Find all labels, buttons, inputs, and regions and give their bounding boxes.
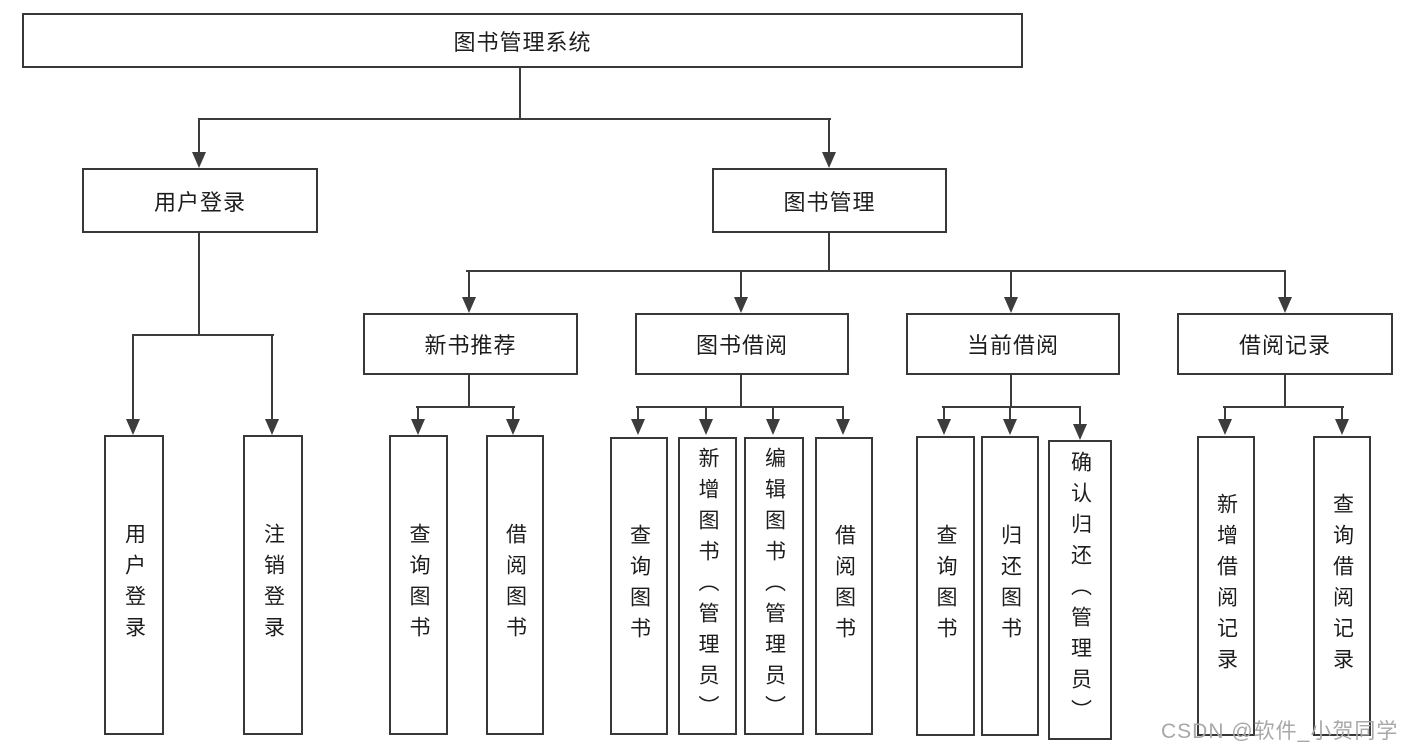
leaf-borrow-books-recommend: 借阅图书 <box>486 435 544 735</box>
leaf-return-books: 归还图书 <box>981 436 1039 736</box>
connector-currentborrow-bus <box>942 406 1081 408</box>
leaf-query-books-borrow: 查询图书 <box>610 437 668 735</box>
node-new-book-recommend: 新书推荐 <box>363 313 578 375</box>
node-label: 新书推荐 <box>424 333 517 358</box>
connector-drop <box>1284 270 1286 297</box>
connector-drop <box>1009 406 1011 419</box>
leaf-add-books-admin: 新增图书（管理员） <box>678 437 737 735</box>
node-user-login: 用户登录 <box>82 168 318 233</box>
node-current-borrow: 当前借阅 <box>906 313 1120 375</box>
leaf-edit-books-admin: 编辑图书（管理员） <box>744 437 804 735</box>
connector-userlogin-stem <box>198 233 200 336</box>
arrow-down-icon <box>462 297 476 313</box>
connector-userlogin-bus <box>132 334 274 336</box>
leaf-borrow-books: 借阅图书 <box>815 437 873 735</box>
connector-drop <box>1010 270 1012 297</box>
connector-drop <box>828 118 830 154</box>
node-label: 当前借阅 <box>966 333 1059 358</box>
connector-drop <box>1341 406 1343 419</box>
connector-drop <box>198 118 200 154</box>
connector-level2-bus <box>198 118 831 120</box>
connector-drop <box>772 406 774 419</box>
connector-currentborrow-stem <box>1010 375 1012 408</box>
arrow-down-icon <box>506 419 520 435</box>
connector-borrowrecord-stem <box>1284 375 1286 408</box>
arrow-down-icon <box>126 419 140 435</box>
connector-drop <box>417 406 419 419</box>
node-root-library-system: 图书管理系统 <box>22 13 1023 68</box>
arrow-down-icon <box>265 419 279 435</box>
node-label: 新增图书（管理员） <box>696 446 719 726</box>
connector-drop <box>512 406 514 419</box>
node-label: 借阅图书 <box>832 524 856 648</box>
connector-drop <box>943 406 945 419</box>
connector-bookborrow-bus <box>636 406 844 408</box>
node-borrow-record: 借阅记录 <box>1177 313 1393 375</box>
node-label: 用户登录 <box>153 189 246 215</box>
connector-drop <box>705 406 707 419</box>
arrow-down-icon <box>631 419 645 435</box>
connector-bookborrow-stem <box>740 375 742 408</box>
node-label: 新增借阅记录 <box>1214 493 1238 679</box>
node-label: 图书管理 <box>783 189 876 215</box>
node-label: 查询图书 <box>934 524 957 648</box>
node-label: 图书管理系统 <box>453 29 592 55</box>
arrow-down-icon <box>822 152 836 168</box>
node-book-management: 图书管理 <box>712 168 947 233</box>
node-label: 确认归还（管理员） <box>1068 450 1092 730</box>
node-label: 归还图书 <box>998 524 1022 648</box>
connector-newbook-bus <box>416 406 515 408</box>
node-label: 用户登录 <box>122 523 146 647</box>
node-label: 借阅记录 <box>1238 333 1331 358</box>
connector-drop <box>740 270 742 297</box>
connector-drop <box>468 270 470 297</box>
arrow-down-icon <box>1003 419 1017 435</box>
arrow-down-icon <box>699 419 713 435</box>
connector-drop <box>1224 406 1226 419</box>
node-label: 借阅图书 <box>503 523 527 647</box>
connector-drop <box>842 406 844 419</box>
leaf-logout: 注销登录 <box>243 435 303 735</box>
watermark-csdn: CSDN @软件_小贺同学 <box>1161 720 1399 743</box>
arrow-down-icon <box>1004 297 1018 313</box>
arrow-down-icon <box>937 419 951 435</box>
leaf-user-login: 用户登录 <box>104 435 164 735</box>
leaf-add-borrow-record: 新增借阅记录 <box>1197 436 1255 736</box>
connector-root-stem <box>519 68 521 119</box>
connector-drop <box>271 334 273 419</box>
node-label: 查询图书 <box>407 523 430 647</box>
arrow-down-icon <box>1218 419 1232 435</box>
leaf-query-books-current: 查询图书 <box>916 436 975 736</box>
leaf-query-books-recommend: 查询图书 <box>389 435 448 735</box>
connector-bookmgmt-stem <box>828 233 830 272</box>
node-label: 注销登录 <box>261 523 285 647</box>
arrow-down-icon <box>1073 424 1087 440</box>
node-book-borrow: 图书借阅 <box>635 313 849 375</box>
arrow-down-icon <box>734 297 748 313</box>
connector-newbook-stem <box>468 375 470 408</box>
node-label: 编辑图书（管理员） <box>762 446 786 726</box>
arrow-down-icon <box>411 419 425 435</box>
arrow-down-icon <box>1278 297 1292 313</box>
node-label: 查询借阅记录 <box>1330 493 1354 679</box>
leaf-query-borrow-record: 查询借阅记录 <box>1313 436 1371 736</box>
arrow-down-icon <box>1335 419 1349 435</box>
connector-drop <box>1079 406 1081 424</box>
node-label: 查询图书 <box>627 524 651 648</box>
arrow-down-icon <box>766 419 780 435</box>
connector-level3-bus <box>466 270 1286 272</box>
connector-borrowrecord-bus <box>1223 406 1344 408</box>
node-label: 图书借阅 <box>695 333 788 358</box>
leaf-confirm-return-admin: 确认归还（管理员） <box>1048 440 1112 740</box>
connector-drop <box>132 334 134 419</box>
connector-drop <box>637 406 639 419</box>
arrow-down-icon <box>192 152 206 168</box>
arrow-down-icon <box>836 419 850 435</box>
